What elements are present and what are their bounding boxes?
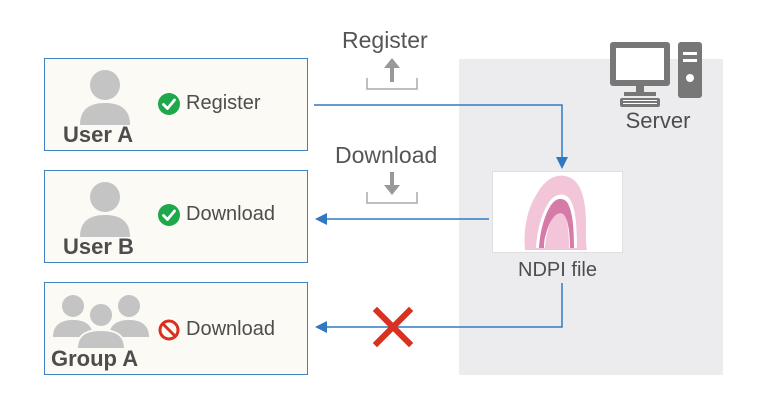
download-icon bbox=[365, 170, 419, 211]
person-icon bbox=[80, 70, 130, 125]
user-name: User B bbox=[63, 234, 134, 259]
group-name: Group A bbox=[51, 346, 139, 371]
download-flow-line-group-a bbox=[315, 283, 563, 333]
status-label: Download bbox=[186, 318, 275, 340]
user-a-card[interactable]: User A Register bbox=[44, 58, 308, 151]
upload-icon bbox=[365, 56, 419, 97]
person-icon bbox=[80, 182, 130, 237]
ndpi-file-label: NDPI file bbox=[518, 259, 597, 281]
status-label: Download bbox=[186, 203, 275, 225]
status-label: Register bbox=[186, 92, 261, 114]
ndpi-file-thumbnail[interactable] bbox=[492, 171, 623, 253]
user-name: User A bbox=[63, 122, 134, 147]
user-status: Download bbox=[158, 203, 275, 226]
tissue-image-icon bbox=[524, 175, 587, 250]
user-b-card[interactable]: User B Download bbox=[44, 170, 308, 263]
register-action-label: Register bbox=[342, 27, 428, 53]
server-computer-icon bbox=[608, 40, 708, 115]
user-status: Register bbox=[158, 92, 260, 115]
group-icon bbox=[53, 295, 149, 349]
download-action-label: Download bbox=[335, 142, 438, 168]
denied-x-icon bbox=[372, 306, 414, 348]
server-label: Server bbox=[625, 108, 691, 133]
group-a-card[interactable]: Group A Download bbox=[44, 282, 308, 375]
check-circle-icon bbox=[158, 203, 180, 226]
group-status: Download bbox=[158, 318, 275, 341]
register-flow-line bbox=[314, 104, 568, 169]
check-circle-icon bbox=[158, 92, 180, 115]
prohibited-icon bbox=[158, 319, 180, 340]
